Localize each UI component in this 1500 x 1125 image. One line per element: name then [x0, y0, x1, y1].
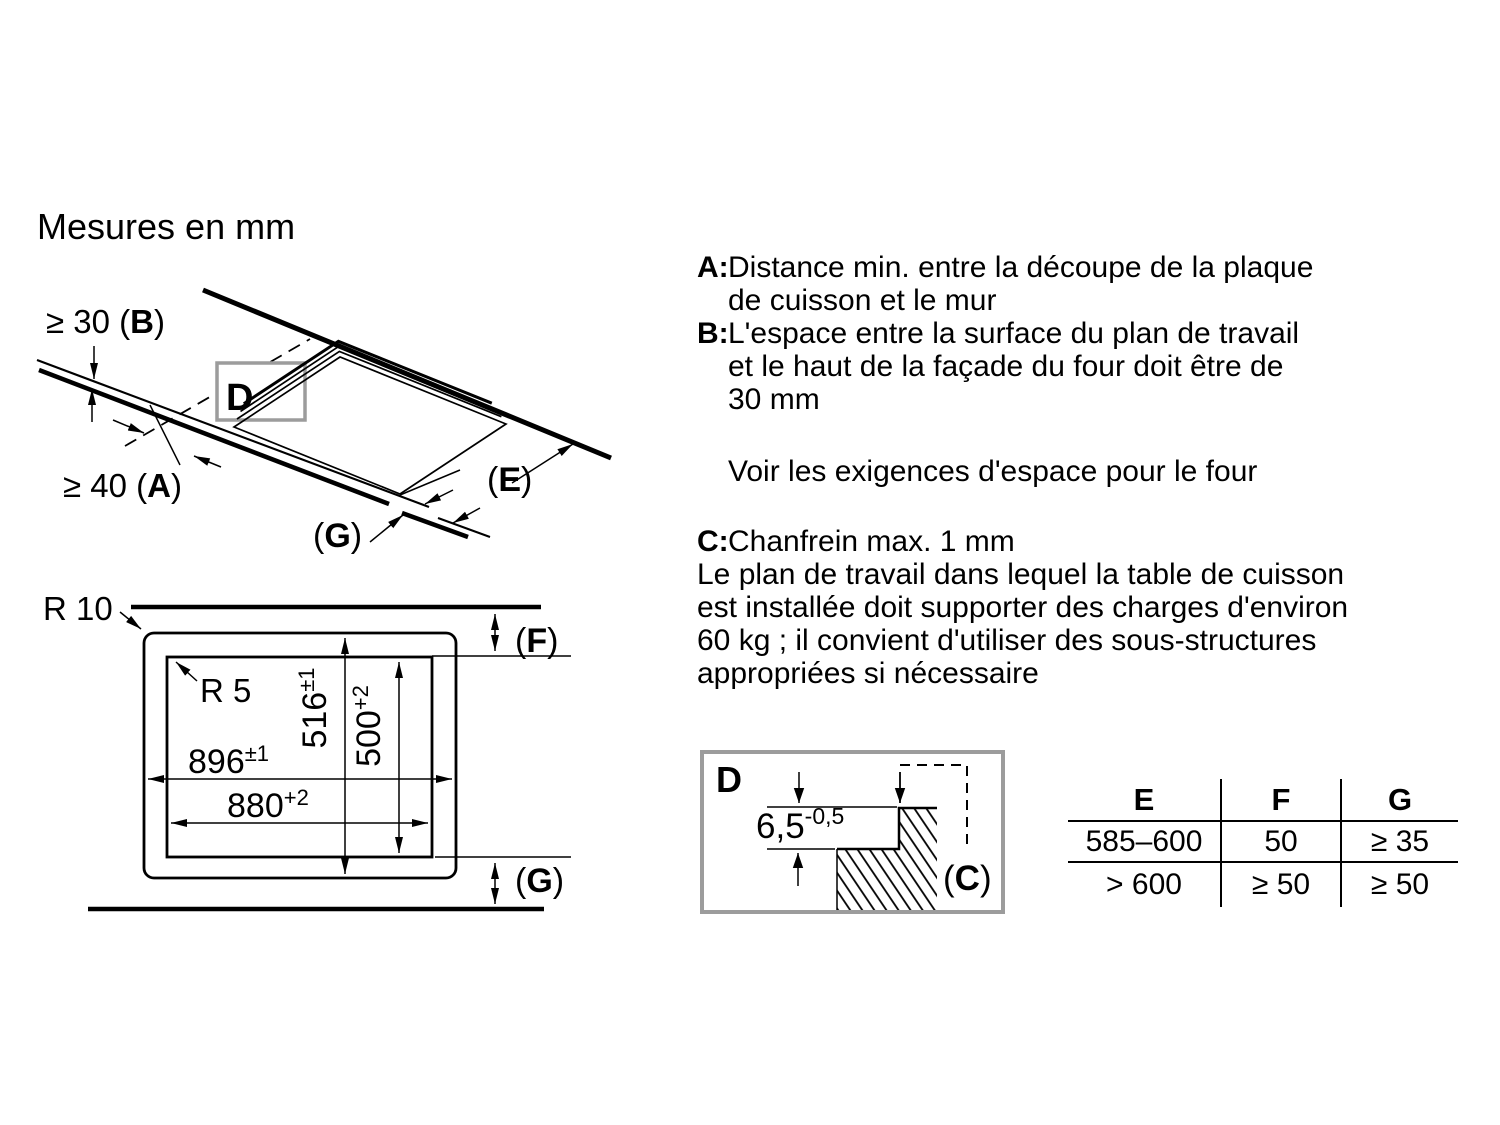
- radius-outer-arrow: [119, 611, 142, 630]
- dim-e-arrow-facade: [452, 507, 481, 524]
- annotation-b-line: et le haut de la façade du four doit êtr…: [728, 350, 1284, 383]
- efg-cell: 585–600: [1068, 822, 1222, 863]
- dim-g-arrow: [369, 514, 404, 543]
- annotation-a-line: Distance min. entre la découpe de la pla…: [728, 251, 1314, 284]
- efg-table: E F G 585–600 50 ≥ 35 > 600 ≥ 50 ≥ 50: [1068, 779, 1458, 907]
- facade-thin-line: [437, 517, 491, 538]
- worktop-front-bottom-line: [38, 367, 390, 507]
- dim-g-label: (G): [515, 862, 564, 900]
- facade-thick-line: [401, 510, 469, 540]
- dim-c-label: (C): [943, 859, 992, 898]
- annotation-ab-block: A: Distance min. entre la découpe de la …: [697, 251, 1313, 416]
- cooktop-glass-dashed-outline: [900, 764, 968, 851]
- worktop-front-top-line: [36, 358, 430, 509]
- annotation-c-intro: Chanfrein max. 1 mm: [728, 525, 1015, 558]
- plan-view-diagram: R 10 R 5 896±1 880+2 516±1 500+2 (F) (G): [43, 595, 571, 912]
- rabbet-step-line-2: [240, 345, 497, 413]
- annotation-b-line: 30 mm: [728, 383, 820, 416]
- annotation-b-label: B:: [697, 317, 729, 350]
- efg-header-f: F: [1222, 779, 1342, 822]
- efg-cell: ≥ 50: [1370, 868, 1430, 901]
- dim-65-label: 6,5-0,5: [756, 803, 844, 846]
- annotation-see-oven: Voir les exigences d'espace pour le four: [728, 455, 1258, 488]
- efg-row-1: 585–600 50 ≥ 35: [1068, 822, 1458, 863]
- efg-cell: ≥ 50: [1222, 863, 1342, 907]
- dim-e-arrow-wall: [511, 443, 574, 484]
- dim-g-label: (G): [313, 517, 362, 555]
- efg-header-g: G: [1342, 779, 1458, 822]
- worktop-section-hatch: [837, 808, 937, 910]
- cutout-corner-extension: [399, 469, 461, 496]
- rabbet-profile-edge: [837, 806, 937, 851]
- annotation-c-label: C:: [697, 525, 729, 558]
- page-title: Mesures en mm: [37, 206, 296, 247]
- radius-outer-label: R 10: [43, 595, 113, 627]
- dim-b-label: ≥ 30 (B): [46, 303, 165, 340]
- radius-inner-label: R 5: [200, 672, 251, 709]
- efg-cell: > 600: [1068, 863, 1222, 907]
- efg-header-e: E: [1068, 779, 1222, 822]
- annotation-c-line: est installée doit supporter des charges…: [697, 591, 1349, 624]
- dim-a-extension-line: [149, 404, 181, 466]
- annotation-c-line: appropriées si nécessaire: [697, 657, 1039, 690]
- outer-cutout-rect: [142, 631, 458, 880]
- dim-880-label: 880+2: [227, 785, 309, 825]
- annotation-a-line: de cuisson et le mur: [728, 284, 997, 317]
- dim-500-label: 500+2: [348, 685, 388, 767]
- plan-lines: [88, 604, 571, 912]
- efg-cell: ≥ 35: [1342, 822, 1458, 863]
- rabbet-outer-edge: [242, 339, 493, 405]
- dim-516-label: 516±1: [294, 667, 334, 748]
- annotation-a-label: A:: [697, 251, 729, 284]
- rabbet-step-line-1: [236, 350, 502, 420]
- detail-d-diagram: D 6,5-0,5 (C): [700, 750, 1005, 914]
- perspective-lines: [36, 287, 612, 543]
- annotation-c-line: 60 kg ; il convient d'utiliser des sous-…: [697, 624, 1317, 657]
- annotation-b-line: L'espace entre la surface du plan de tra…: [728, 317, 1300, 350]
- detail-frame: [700, 750, 1005, 914]
- cutout-hole-edge: [232, 356, 508, 495]
- radius-inner-arrow: [175, 661, 198, 682]
- dim-a-arrow-left: [112, 419, 145, 434]
- efg-row-2: > 600 ≥ 50 ≥ 50: [1068, 863, 1458, 907]
- efg-cell: 50: [1222, 822, 1342, 863]
- dim-a-label: ≥ 40 (A): [63, 467, 182, 504]
- efg-header-row: E F G: [1068, 779, 1458, 822]
- dim-e-label: (E): [487, 461, 532, 499]
- dim-f-label: (F): [515, 622, 558, 660]
- detail-d-callout-label: D: [226, 377, 253, 419]
- annotation-c-block: C: Chanfrein max. 1 mm Le plan de travai…: [697, 525, 1348, 690]
- inner-cutout-rect: [165, 655, 434, 859]
- dim-e-arrow-cutout: [424, 489, 454, 505]
- dim-896-label: 896±1: [188, 741, 269, 781]
- detail-d-label: D: [716, 759, 742, 800]
- annotation-c-line: Le plan de travail dans lequel la table …: [697, 558, 1345, 591]
- dim-a-arrow-right: [193, 455, 222, 468]
- perspective-diagram: ≥ 30 (B) ≥ 40 (A) D (E) (G): [36, 287, 612, 555]
